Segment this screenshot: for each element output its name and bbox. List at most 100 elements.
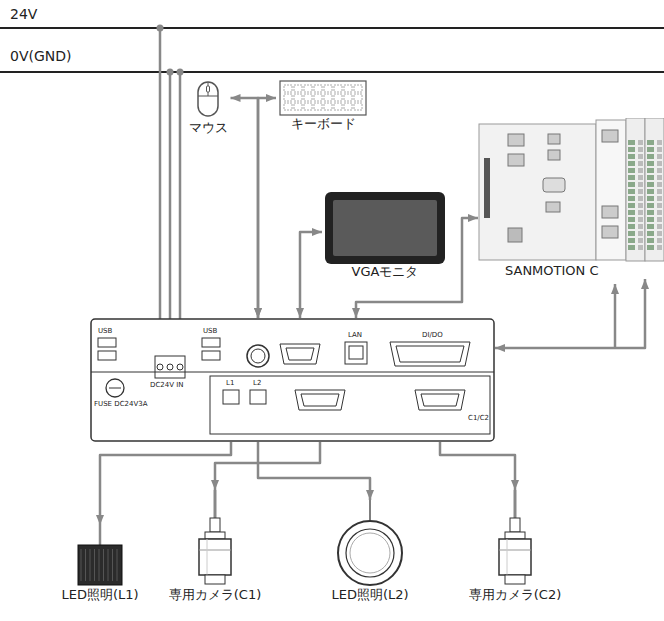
drawing-circle bbox=[167, 364, 173, 370]
drawing-rect bbox=[479, 124, 596, 260]
drawing-rect bbox=[484, 158, 490, 218]
drawing-path bbox=[390, 342, 470, 366]
mouse-device: マウス bbox=[186, 80, 231, 136]
drawing-circle bbox=[157, 25, 164, 32]
camera: 専用カメラ(C1) bbox=[166, 490, 265, 603]
cable-connector bbox=[215, 442, 320, 490]
drawing-rect bbox=[344, 103, 352, 110]
drawing-rect bbox=[344, 85, 352, 92]
drawing-rect bbox=[510, 518, 520, 532]
drawing-rect bbox=[647, 154, 654, 159]
label-row: LED照明(L2) bbox=[327, 587, 413, 603]
label-row: SANMOTION C bbox=[478, 263, 664, 279]
drawing-rect bbox=[657, 203, 662, 208]
drawing-rect bbox=[284, 85, 292, 92]
drawing-rect bbox=[508, 154, 524, 166]
drawing-rect bbox=[548, 150, 560, 160]
drawing-line bbox=[214, 490, 217, 518]
led-light: LED照明(L1) bbox=[58, 525, 142, 603]
drawing-rect bbox=[314, 94, 322, 101]
plc-icon bbox=[478, 118, 664, 263]
drawing-rect bbox=[354, 85, 362, 92]
drawing-rect bbox=[345, 342, 367, 364]
drawing-rect bbox=[647, 189, 654, 194]
drawing-rect bbox=[638, 161, 643, 166]
drawing-rect bbox=[645, 118, 664, 261]
drawing-rect bbox=[602, 130, 618, 142]
drawing-rect bbox=[199, 539, 231, 575]
drawing-rect bbox=[98, 338, 116, 347]
drawing-rect bbox=[91, 319, 494, 441]
drawing-line bbox=[112, 549, 113, 581]
keyboard-device: キーボード bbox=[276, 80, 370, 132]
cable-connector bbox=[495, 279, 645, 348]
drawing-rect bbox=[657, 189, 662, 194]
drawing-line bbox=[108, 549, 109, 581]
drawing-rect bbox=[210, 518, 220, 532]
drawing-rect bbox=[657, 210, 662, 215]
port-label: USB bbox=[98, 327, 112, 336]
drawing-rect bbox=[647, 217, 654, 222]
camera: 専用カメラ(C2) bbox=[466, 490, 565, 603]
drawing-rect bbox=[505, 532, 525, 539]
drawing-line bbox=[199, 550, 231, 551]
drawing-rect bbox=[647, 231, 654, 236]
drawing-rect bbox=[324, 85, 332, 92]
label-row: VGAモニタ bbox=[322, 264, 448, 280]
drawing-line bbox=[117, 549, 118, 581]
drawing-rect bbox=[638, 231, 643, 236]
drawing-line bbox=[169, 72, 172, 356]
device-label: LED照明(L2) bbox=[331, 587, 408, 603]
port-label: LAN bbox=[348, 331, 362, 340]
port-label: FUSE DC24V3A bbox=[94, 400, 147, 409]
port-label: L2 bbox=[253, 379, 261, 388]
port-label: C1/C2 bbox=[468, 414, 489, 423]
drawing-rect bbox=[602, 206, 618, 218]
drawing-rect bbox=[628, 210, 635, 215]
drawing-rect bbox=[657, 140, 662, 145]
drawing-rect bbox=[647, 203, 654, 208]
device-label: VGAモニタ bbox=[352, 264, 419, 280]
drawing-rect bbox=[638, 224, 643, 229]
drawing-rect bbox=[647, 224, 654, 229]
drawing-rect bbox=[628, 140, 635, 145]
drawing-rect bbox=[647, 245, 654, 250]
label-row: マウス bbox=[186, 120, 231, 136]
drawing-path bbox=[396, 346, 464, 362]
drawing-rect bbox=[205, 532, 225, 539]
device-label: マウス bbox=[189, 120, 228, 136]
drawing-rect bbox=[325, 192, 445, 264]
device-label: キーボード bbox=[291, 116, 356, 132]
drawing-rect bbox=[354, 94, 362, 101]
drawing-rect bbox=[638, 196, 643, 201]
drawing-path bbox=[421, 394, 459, 406]
drawing-rect bbox=[647, 140, 654, 145]
drawing-rect bbox=[294, 103, 302, 110]
drawing-rect bbox=[543, 178, 565, 192]
drawing-rect bbox=[324, 94, 332, 101]
drawing-rect bbox=[596, 120, 626, 260]
drawing-rect bbox=[78, 545, 122, 585]
port-label: USB bbox=[203, 327, 217, 336]
device-label: 専用カメラ(C1) bbox=[169, 587, 262, 603]
drawing-rect bbox=[638, 217, 643, 222]
drawing-rect bbox=[628, 168, 635, 173]
drawing-rect bbox=[628, 154, 635, 159]
drawing-line bbox=[208, 82, 209, 96]
drawing-rect bbox=[324, 103, 332, 110]
drawing-rect bbox=[628, 175, 635, 180]
drawing-rect bbox=[499, 539, 531, 575]
drawing-rect bbox=[638, 210, 643, 215]
drawing-rect bbox=[628, 217, 635, 222]
drawing-line bbox=[499, 550, 531, 551]
drawing-line bbox=[81, 549, 82, 581]
drawing-rect bbox=[334, 94, 342, 101]
drawing-line bbox=[99, 549, 100, 581]
vga-monitor: VGAモニタ bbox=[322, 192, 448, 280]
drawing-rect bbox=[647, 238, 654, 243]
label-row: LED照明(L1) bbox=[58, 587, 142, 603]
drawing-circle bbox=[157, 364, 163, 370]
cable-connector bbox=[258, 442, 370, 500]
drawing-rect bbox=[638, 189, 643, 194]
